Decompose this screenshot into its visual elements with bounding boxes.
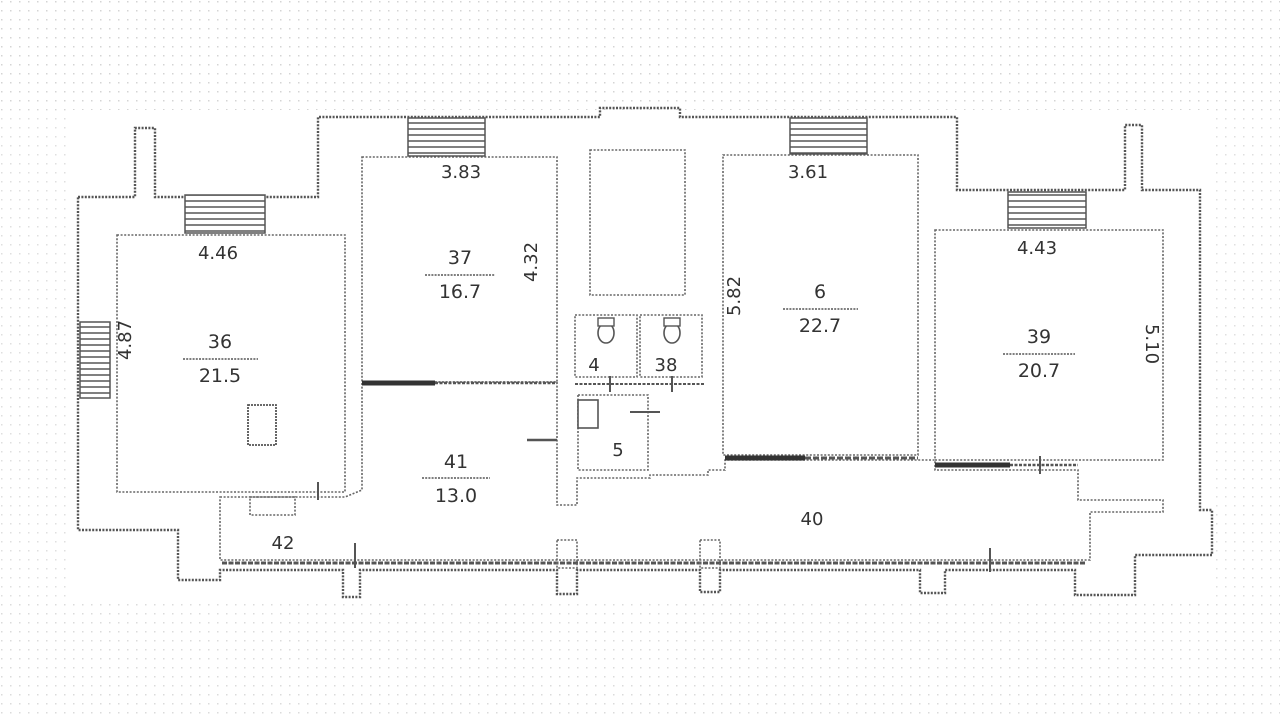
room-5-number: 5 <box>612 440 623 461</box>
room-42-number: 42 <box>272 533 295 554</box>
dimension-room-6-depth: 5.82 <box>724 276 745 316</box>
dimension-labels: 3.83 3.61 4.46 4.43 4.32 5.82 4.87 5.10 <box>115 162 1162 364</box>
room-36 <box>116 234 346 493</box>
room-41-number: 41 <box>444 451 468 473</box>
room-39-number: 39 <box>1027 326 1051 348</box>
entry-step <box>249 496 296 516</box>
shaft <box>589 149 686 296</box>
room-37 <box>361 156 558 383</box>
dimension-room-36-depth: 4.87 <box>115 320 136 360</box>
room-39 <box>934 229 1164 461</box>
room-38-number: 38 <box>655 355 678 376</box>
room-4-number: 4 <box>588 355 599 376</box>
room-41-area: 13.0 <box>435 485 477 507</box>
dimension-room-37-width: 3.83 <box>441 162 481 183</box>
room-4 <box>574 314 638 378</box>
stove-fixture <box>247 404 277 446</box>
fraction-bars <box>183 274 1075 479</box>
room-36-number: 36 <box>208 331 232 353</box>
dimension-room-37-depth: 4.32 <box>521 242 542 282</box>
room-labels: 36 21.5 37 16.7 6 22.7 39 20.7 41 13.0 4… <box>199 247 1060 554</box>
outer-walls <box>76 106 1214 599</box>
dimension-room-39-depth: 5.10 <box>1141 324 1162 364</box>
fixtures <box>247 317 681 446</box>
window-room-6 <box>789 117 868 155</box>
building-outline <box>76 106 1214 599</box>
partitions <box>222 376 1085 572</box>
room-6 <box>722 154 919 456</box>
corridor-41-40-42 <box>219 381 1164 561</box>
dimension-room-36-width: 4.46 <box>198 243 238 264</box>
room-fills <box>116 149 1164 561</box>
dimension-room-39-width: 4.43 <box>1017 238 1057 259</box>
room-36-area: 21.5 <box>199 365 241 387</box>
room-40-number: 40 <box>801 509 824 530</box>
window-room-37 <box>407 117 486 157</box>
room-6-number: 6 <box>814 281 826 303</box>
window-room-36 <box>184 194 266 234</box>
room-5 <box>577 394 649 471</box>
window-side-left <box>79 321 111 399</box>
room-37-area: 16.7 <box>439 281 481 303</box>
dimension-room-6-width: 3.61 <box>788 162 828 183</box>
pillars <box>556 539 721 569</box>
room-6-area: 22.7 <box>799 315 841 337</box>
bath-fixture <box>577 399 599 429</box>
room-37-number: 37 <box>448 247 472 269</box>
windows <box>79 117 1087 399</box>
window-room-39 <box>1007 191 1087 229</box>
room-39-area: 20.7 <box>1018 360 1060 382</box>
